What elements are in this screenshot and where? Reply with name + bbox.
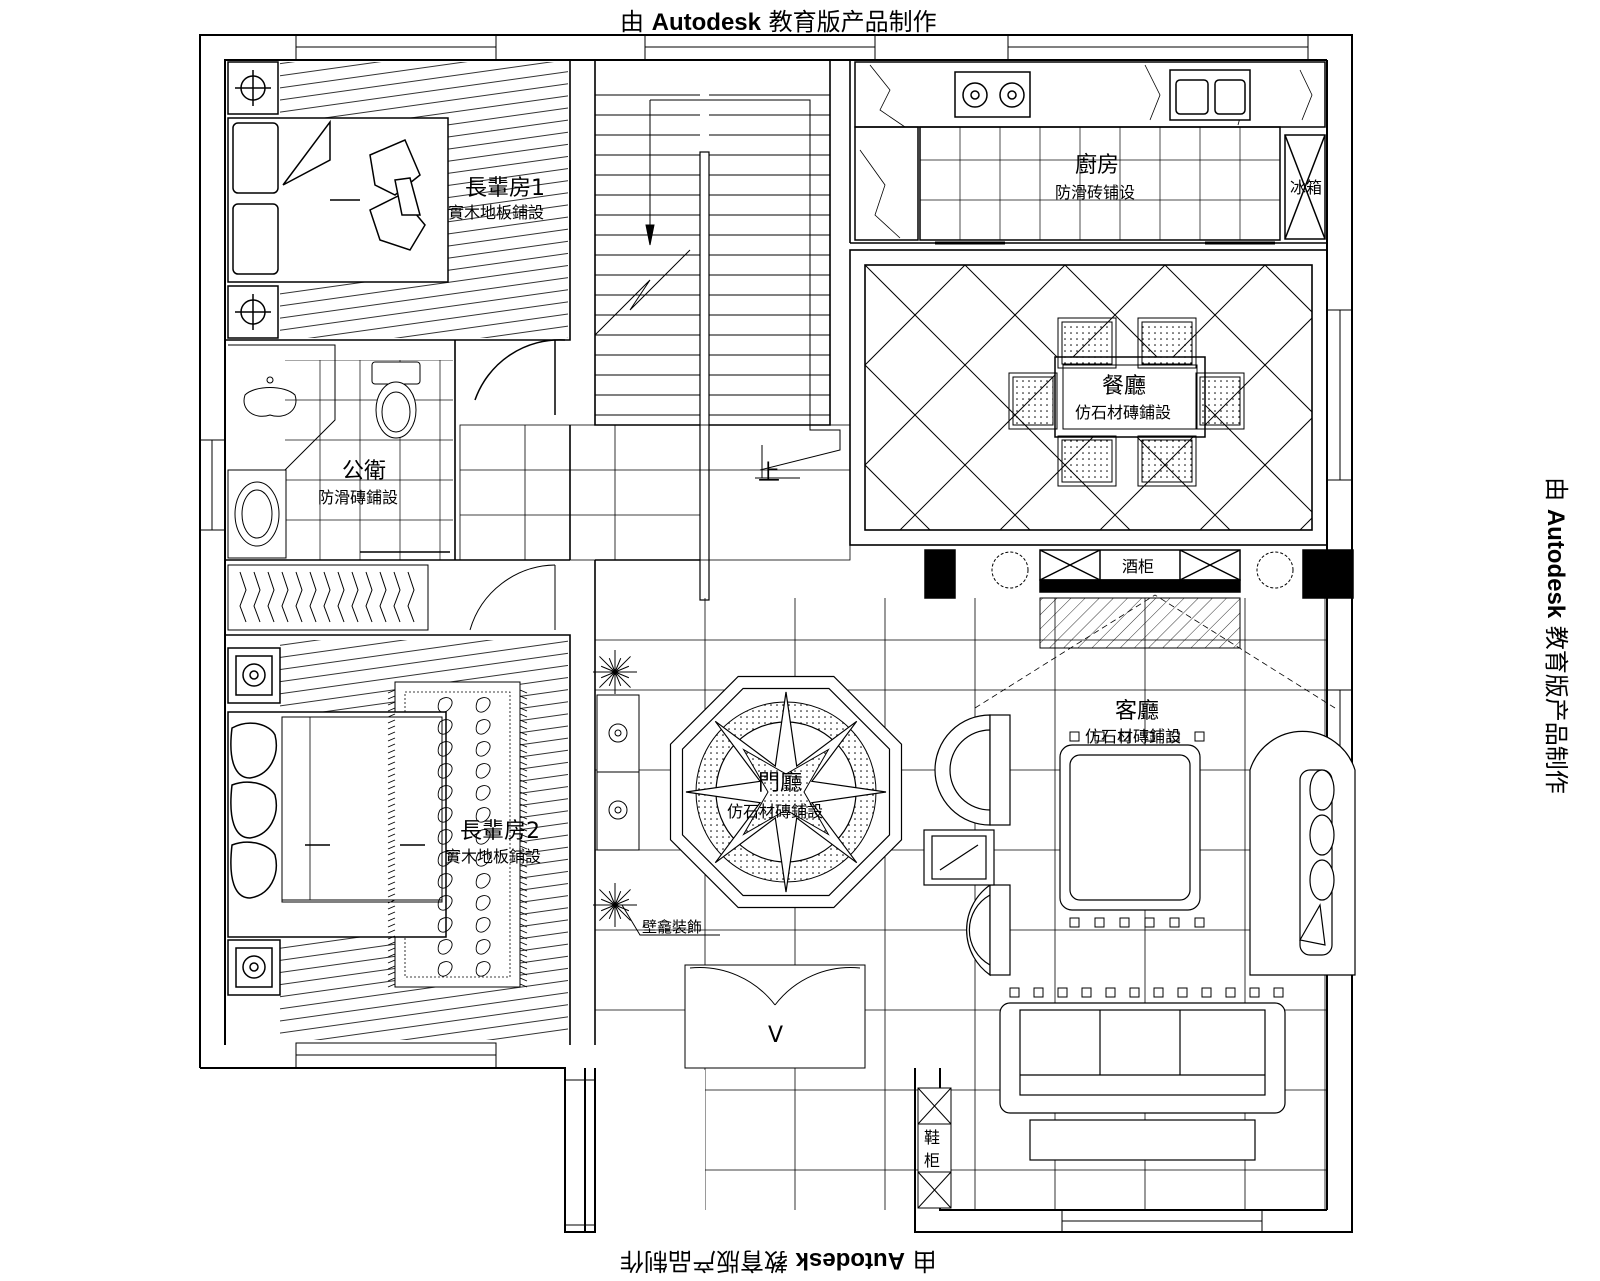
dining-floor: 仿石材磚鋪設 — [1075, 403, 1171, 422]
entry-marker: V — [768, 1023, 783, 1048]
bedroom2-floor: 實木地板鋪設 — [445, 847, 541, 866]
kitchen — [854, 61, 1326, 245]
corridor-tiles — [459, 424, 851, 561]
foyer-medallion — [669, 675, 903, 909]
dining-room — [865, 265, 1312, 530]
fridge-label: 冰箱 — [1290, 178, 1322, 197]
living-floor: 仿石材磚鋪設 — [1085, 727, 1181, 746]
living-room — [923, 594, 1356, 1161]
bedroom-2 — [227, 640, 568, 1040]
bedroom1-floor: 實木地板鋪設 — [448, 203, 544, 222]
closet — [227, 564, 556, 631]
foyer-floor: 仿石材磚鋪設 — [727, 802, 823, 821]
stair-up-label: 上 — [758, 461, 780, 486]
staircase — [594, 94, 841, 601]
wine-cabinet-label: 酒柜 — [1122, 557, 1154, 576]
entry-door — [684, 964, 866, 1069]
shoe-cabinet — [917, 1087, 952, 1209]
bedroom-1 — [227, 61, 568, 415]
bathroom — [227, 344, 453, 560]
foyer-name: 門廳 — [758, 771, 802, 796]
living-name: 客廳 — [1115, 699, 1159, 724]
bathroom-name: 公衛 — [342, 459, 386, 484]
shoe-cabinet-label-2: 柜 — [924, 1151, 940, 1170]
watermark-top: 由 Autodesk 教育版产品制作 — [620, 8, 937, 36]
bedroom2-name: 長輩房2 — [460, 819, 540, 844]
niche-decor-label: 壁龕裝飾 — [642, 918, 702, 936]
kitchen-name: 廚房 — [1075, 153, 1119, 178]
bedroom1-name: 長輩房1 — [465, 176, 545, 201]
dining-name: 餐廳 — [1102, 374, 1146, 399]
living-grid — [595, 598, 1327, 1210]
kitchen-floor: 防滑砖铺设 — [1055, 183, 1135, 202]
shoe-cabinet-label-1: 鞋 — [924, 1128, 940, 1147]
bathroom-floor: 防滑磚鋪設 — [318, 488, 398, 507]
